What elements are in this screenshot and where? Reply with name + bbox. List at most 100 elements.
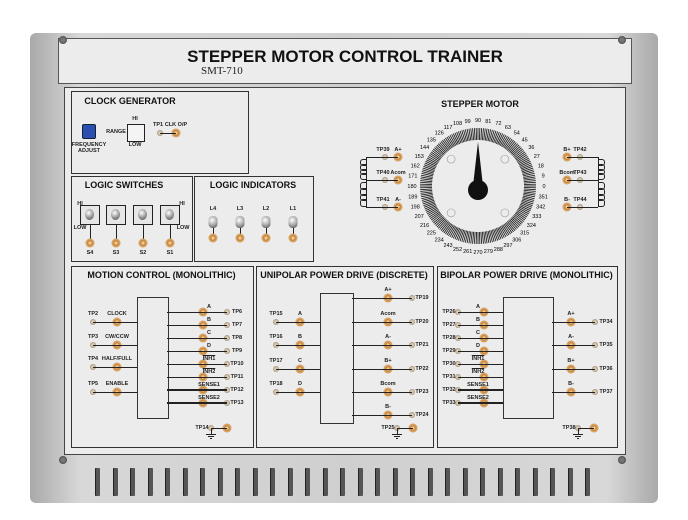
output-test-point[interactable] (409, 412, 415, 418)
output-test-point[interactable] (224, 335, 230, 341)
dial-tick (433, 148, 443, 158)
range-switch[interactable] (127, 124, 145, 142)
dial-tick (523, 189, 536, 192)
output-test-point[interactable] (409, 342, 415, 348)
output-test-point[interactable] (224, 348, 230, 354)
switch-terminal[interactable] (111, 238, 121, 248)
dial-tick (523, 181, 536, 184)
dial-tick (523, 191, 536, 194)
tp-label: TP34 (599, 319, 613, 325)
dial-tick (431, 213, 442, 222)
tp-label: TP12 (230, 387, 244, 393)
clk-output-terminal[interactable] (171, 128, 181, 138)
led-terminal[interactable] (235, 233, 245, 243)
dial-label: 45 (522, 137, 528, 143)
output-test-point[interactable] (409, 319, 415, 325)
wire (169, 215, 171, 243)
vent-slot (252, 468, 258, 496)
switch-terminal[interactable] (85, 238, 95, 248)
dial-label: 270 (473, 250, 482, 256)
dial-label: 180 (407, 184, 416, 190)
dial-label: 108 (453, 121, 462, 127)
output-label: B- (568, 381, 574, 387)
wire (167, 402, 227, 404)
mount-hole (500, 208, 510, 218)
dial-tick (506, 221, 516, 231)
switch-terminal[interactable] (138, 238, 148, 248)
output-test-point[interactable] (592, 389, 598, 395)
dial-tick (446, 224, 454, 236)
output-test-point[interactable] (409, 389, 415, 395)
dial-tick (501, 225, 508, 237)
vent-slot (375, 468, 380, 496)
dial-tick (449, 226, 457, 238)
dial-tick (420, 194, 433, 198)
motor-terminal[interactable] (393, 152, 403, 162)
dial-tick (505, 222, 514, 233)
output-test-point[interactable] (224, 400, 230, 406)
output-test-point[interactable] (592, 342, 598, 348)
dial-tick (518, 157, 530, 165)
dial-tick (484, 128, 488, 141)
dial-label: 63 (505, 125, 511, 131)
dial-tick (443, 138, 452, 150)
dial-label: 135 (427, 137, 436, 143)
tp-label: TP35 (599, 342, 613, 348)
ground-terminal[interactable] (408, 423, 418, 433)
tp-label: TP43 (573, 170, 587, 176)
terminal-label: B- (564, 197, 570, 203)
coil-winding (598, 199, 605, 207)
output-test-point[interactable] (592, 319, 598, 325)
output-test-point[interactable] (409, 366, 415, 372)
led-indicator (208, 216, 218, 228)
output-test-point[interactable] (224, 309, 230, 315)
ground-tp-label: TP38 (562, 425, 576, 431)
output-test-point[interactable] (224, 374, 230, 380)
dial-tick (459, 229, 465, 242)
dial-tick (426, 206, 438, 213)
dial-tick (512, 216, 522, 225)
dial-tick (431, 150, 442, 159)
output-test-point[interactable] (409, 295, 415, 301)
switch-terminal[interactable] (165, 238, 175, 248)
ground-terminal[interactable] (589, 423, 599, 433)
dial-tick (501, 135, 508, 147)
screw-icon (618, 36, 626, 44)
output-test-point[interactable] (224, 361, 230, 367)
frequency-adjust-potentiometer[interactable] (82, 124, 96, 139)
toggle-switch[interactable] (80, 205, 100, 225)
output-test-point[interactable] (592, 366, 598, 372)
toggle-switch[interactable] (133, 205, 153, 225)
tp-label: TP20 (415, 319, 429, 325)
motor-terminal[interactable] (393, 175, 403, 185)
vent-slot (95, 468, 100, 496)
led-terminal[interactable] (208, 233, 218, 243)
motion_control-title: MOTION CONTROL (MONOLITHIC) (87, 270, 236, 280)
output-test-point[interactable] (224, 387, 230, 393)
dial-tick (470, 128, 473, 141)
dial-label: 189 (408, 194, 417, 200)
ground-terminal[interactable] (222, 423, 232, 433)
dial-tick (448, 225, 455, 237)
dial-tick (421, 172, 434, 177)
wire (567, 156, 598, 158)
toggle-switch[interactable] (106, 205, 126, 225)
dial-tick (448, 135, 455, 147)
wire (575, 435, 581, 437)
dial-tick (521, 167, 534, 173)
dial-tick (445, 223, 453, 235)
motor-terminal[interactable] (393, 202, 403, 212)
dial-tick (522, 172, 535, 177)
toggle-switch[interactable] (160, 205, 180, 225)
dial-tick (429, 153, 441, 161)
vent-slot (287, 468, 293, 496)
led-terminal[interactable] (288, 233, 298, 243)
dial-tick (428, 154, 440, 162)
output-label: A+ (567, 311, 575, 317)
led-terminal[interactable] (261, 233, 271, 243)
input-label: ENABLE (105, 381, 129, 387)
dial-tick (520, 203, 532, 210)
output-test-point[interactable] (224, 322, 230, 328)
input-label: D (298, 381, 302, 387)
coil-winding (598, 159, 605, 166)
